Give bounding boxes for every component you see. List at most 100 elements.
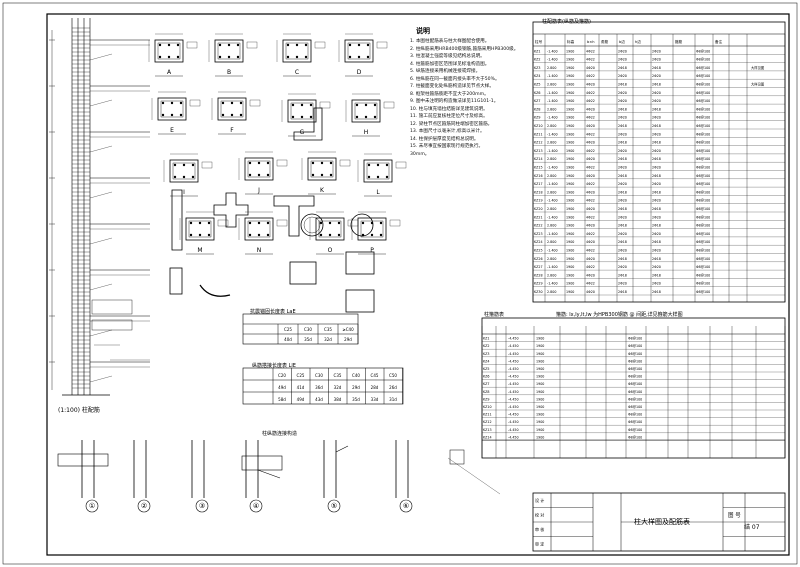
table1-title: 柱配筋表(纵筋及箍筋) — [542, 19, 591, 25]
column-section — [154, 39, 184, 63]
table1-cell: KZ30 — [534, 290, 543, 294]
rebar-tag — [395, 161, 407, 169]
note-line: 14. 柱保护层厚度见结构总说明。 — [410, 136, 479, 142]
title-block-label: 设 计 — [535, 497, 544, 503]
table1-cell: 1900 — [566, 190, 574, 194]
table1-cell: -1.400 — [547, 166, 558, 170]
column-section — [345, 251, 375, 275]
table1-cell: 4Φ22 — [586, 74, 595, 78]
overlap-cell: 33d — [371, 397, 379, 402]
rebar-dot — [266, 161, 270, 165]
table1-cell: 2Φ18 — [652, 240, 661, 244]
leader-line — [89, 191, 113, 199]
column-section — [282, 39, 312, 63]
table1-cell: Φ8@100 — [696, 190, 710, 194]
elevation-caption: (1:100) 柱配筋 — [58, 407, 100, 414]
table1-col-header: h边 — [635, 39, 641, 44]
table1-cell: KZ16 — [534, 174, 543, 178]
stirrup-outline — [172, 162, 196, 180]
section-label: H — [364, 129, 369, 136]
circular-column-section — [300, 213, 324, 237]
table1-cell: 2Φ20 — [618, 132, 627, 136]
table1-cell: 4Φ22 — [586, 149, 595, 153]
table1-cell: 2.800 — [547, 224, 556, 228]
table2-cell: 1900 — [536, 420, 544, 424]
table1-cell: -1.400 — [547, 149, 558, 153]
column-section — [344, 39, 374, 63]
table1-cell: KZ11 — [534, 132, 543, 136]
title-block-label: 校 对 — [535, 512, 544, 518]
table1-cell: 4Φ20 — [586, 224, 595, 228]
table1-cell: Φ8@100 — [696, 99, 710, 103]
overlap-cell: 43d — [315, 397, 323, 402]
rebar-dot — [319, 233, 323, 237]
rebar-dot — [161, 113, 165, 117]
table1-cell: 2Φ18 — [652, 107, 661, 111]
table1-cell: Φ8@100 — [696, 182, 710, 186]
note-line: 1. 本图柱配筋表与柱大样图配合使用。 — [410, 39, 490, 44]
rebar-dot — [248, 161, 252, 165]
circular-column-section — [350, 213, 374, 237]
table1-cell: KZ27 — [534, 265, 543, 269]
rebar-dot — [295, 43, 299, 47]
table1-cell: -1.400 — [547, 99, 558, 103]
table1-cell: 4Φ22 — [586, 199, 595, 203]
table1-cell: KZ1 — [534, 49, 541, 53]
detail-number-circle — [137, 499, 151, 513]
leader-line — [89, 145, 113, 153]
table1-cell: 1900 — [566, 116, 574, 120]
table2-cell: Φ8@100 — [628, 428, 642, 432]
rebar-dot — [167, 43, 171, 47]
table1-cell: Φ8@100 — [696, 224, 710, 228]
rebar-dot — [348, 43, 352, 47]
table2-title: 柱箍筋表 — [484, 312, 505, 318]
table1-cell: 2Φ18 — [652, 141, 661, 145]
column-section — [363, 159, 393, 183]
stirrup-outline — [290, 102, 314, 120]
table1-cell: 4Φ20 — [586, 66, 595, 70]
table2-cell: -4.450 — [508, 352, 519, 356]
table1-cell: 2Φ20 — [652, 74, 661, 78]
table1-cell: 2Φ18 — [618, 290, 627, 294]
table1-cell: 2Φ18 — [618, 257, 627, 261]
table1-cell: 2Φ18 — [652, 257, 661, 261]
table2-cell: KZ1 — [483, 337, 490, 341]
table1-cell: 2Φ20 — [652, 116, 661, 120]
rebar-dot — [367, 175, 371, 179]
detail-beam — [57, 453, 109, 467]
table1-cell: 2Φ18 — [618, 66, 627, 70]
leader-line — [89, 99, 113, 107]
detail-number: ⑤ — [331, 502, 337, 510]
rebar-dot — [179, 101, 183, 105]
table2-cell: Φ8@100 — [628, 435, 642, 439]
table1-cell: 2Φ20 — [618, 182, 627, 186]
rebar-dot — [221, 113, 225, 117]
rebar-dot — [328, 221, 332, 225]
table2-cell: Φ8@100 — [628, 382, 642, 386]
curved-section — [199, 284, 231, 297]
lae-col-header: C35 — [324, 327, 332, 332]
sheet-number: 结 07 — [744, 524, 760, 531]
table1-cell: 2Φ20 — [652, 232, 661, 236]
rebar-dot — [257, 161, 261, 165]
table1-cell: Φ8@100 — [696, 132, 710, 136]
table1-cell: 1900 — [566, 199, 574, 203]
table1-cell: KZ17 — [534, 182, 543, 186]
note-line: 11. 施工前应复核柱定位尺寸及标高。 — [410, 114, 488, 119]
lae-cell: 29d — [344, 337, 352, 342]
rebar-dot — [230, 101, 234, 105]
section-label: P — [370, 247, 374, 254]
table1-cell: 2Φ20 — [618, 49, 627, 53]
table1-cell: 2Φ20 — [618, 232, 627, 236]
rebar-dot — [158, 55, 162, 59]
stirrup-outline — [285, 42, 309, 60]
table1-cell: KZ6 — [534, 91, 541, 95]
overlap-cell: 31d — [389, 397, 397, 402]
rebar-dot — [366, 43, 370, 47]
rebar-dot — [357, 43, 361, 47]
rebar-dot — [257, 173, 261, 177]
table1-cell: -1.400 — [547, 49, 558, 53]
table1-cell: 1900 — [566, 290, 574, 294]
table1-cell: 2Φ20 — [618, 74, 627, 78]
table1-cell: -1.400 — [547, 215, 558, 219]
